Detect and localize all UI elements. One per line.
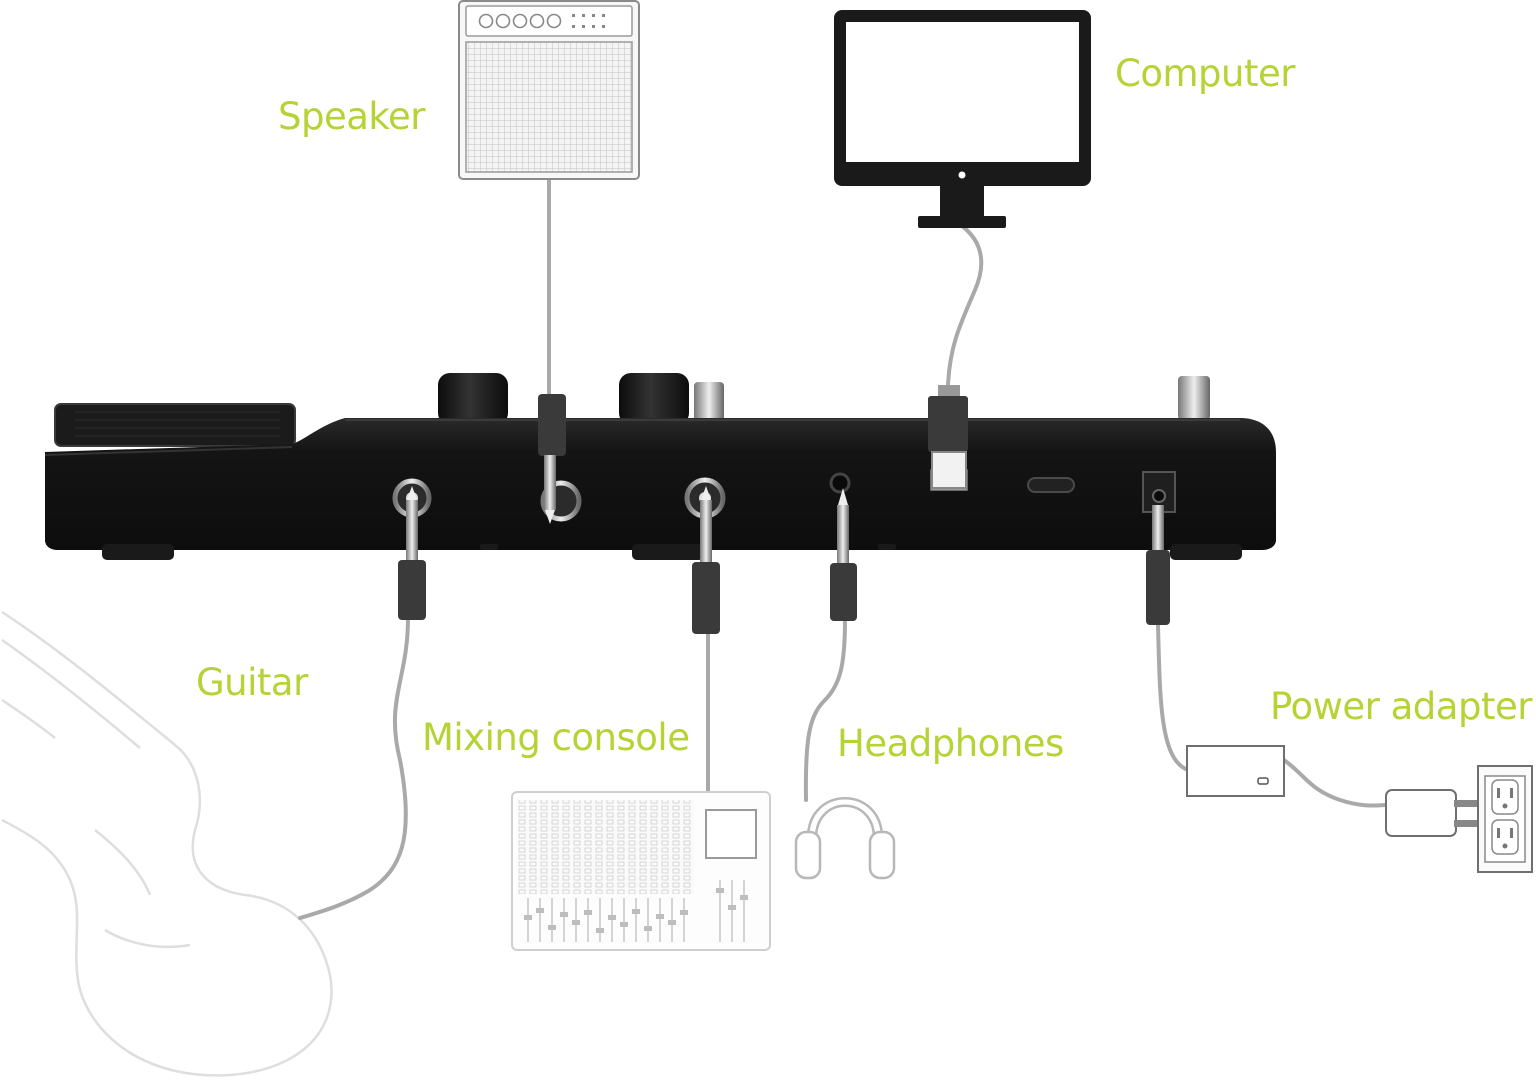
speaker-label: Speaker — [278, 95, 426, 138]
mixing-console-label: Mixing console — [422, 716, 690, 759]
headphones-icon — [794, 797, 896, 880]
footswitch-icon — [694, 382, 724, 422]
speaker-plug-icon — [538, 394, 566, 524]
computer-label: Computer — [1115, 52, 1295, 95]
power-plug-icon — [1146, 505, 1170, 625]
footswitch-icon — [1178, 376, 1210, 420]
power-adapter-label: Power adapter — [1270, 685, 1532, 728]
usb-plug-icon — [928, 385, 968, 489]
wall-outlet-icon — [1477, 765, 1533, 873]
computer-cable — [946, 224, 984, 387]
guitar-label: Guitar — [196, 661, 308, 704]
mixing-console-plug-icon — [692, 486, 720, 634]
speaker-icon — [458, 0, 640, 180]
knob-icon — [438, 373, 508, 425]
slide-switch-icon — [1027, 477, 1075, 493]
power-adapter-icon — [1186, 745, 1285, 797]
wall-plug-icon — [1385, 789, 1480, 837]
guitar-cable — [298, 616, 410, 920]
knob-icon — [619, 373, 689, 425]
cables — [298, 176, 1388, 920]
headphones-cable — [803, 618, 847, 802]
mixing-console-icon — [511, 791, 771, 951]
guitar-icon — [1, 610, 333, 1077]
headphone-jack — [829, 472, 851, 494]
power-cable-2 — [1282, 758, 1388, 808]
guitar-plug-icon — [398, 486, 426, 620]
headphones-plug-icon — [830, 488, 857, 621]
headphones-label: Headphones — [837, 722, 1064, 765]
expression-pedal-icon — [54, 403, 296, 447]
computer-icon — [834, 10, 1091, 228]
multi-effects-device — [44, 373, 1276, 560]
power-cable — [1156, 623, 1190, 772]
